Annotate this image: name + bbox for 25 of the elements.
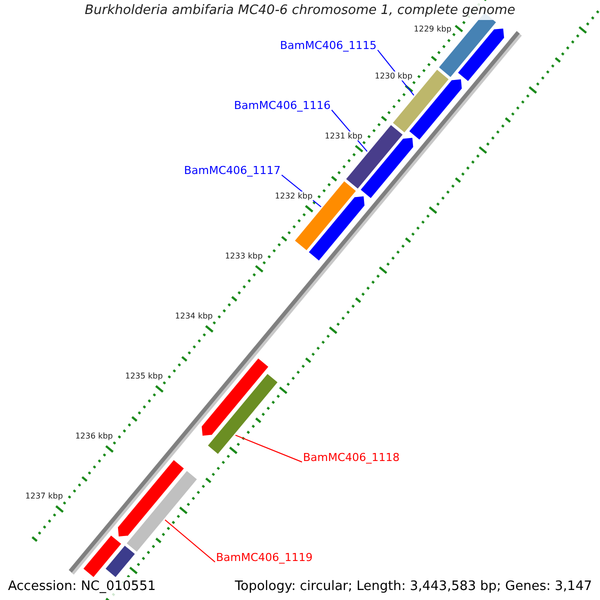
gene-label: BamMC406_1115 xyxy=(280,39,377,52)
scale-label: 1232 kbp xyxy=(274,191,314,200)
scale-label: 1237 kbp xyxy=(24,492,64,501)
gene-label: BamMC406_1119 xyxy=(216,551,313,564)
gene-feature xyxy=(206,372,279,456)
gene-feature xyxy=(456,27,506,82)
gene-feature xyxy=(82,534,122,578)
scale-label: 1234 kbp xyxy=(174,312,214,321)
gene-label: BamMC406_1117 xyxy=(184,164,281,177)
gene-feature xyxy=(200,357,270,437)
scale-label: 1230 kbp xyxy=(374,71,414,80)
scale-label: 1231 kbp xyxy=(324,131,364,140)
scale-label: 1233 kbp xyxy=(224,251,264,260)
scale-label: 1236 kbp xyxy=(74,432,114,441)
gene-feature xyxy=(125,470,198,554)
scale-label: 1235 kbp xyxy=(124,372,164,381)
gene-label: BamMC406_1118 xyxy=(303,451,400,464)
gene-feature xyxy=(116,458,186,538)
gene-feature xyxy=(104,544,136,578)
gene-feature xyxy=(344,124,404,190)
scale-label: 1229 kbp xyxy=(412,24,452,34)
gene-label: BamMC406_1116 xyxy=(234,99,331,112)
gene-feature xyxy=(294,180,358,252)
leader-line xyxy=(164,519,216,562)
leader-line xyxy=(234,434,302,462)
